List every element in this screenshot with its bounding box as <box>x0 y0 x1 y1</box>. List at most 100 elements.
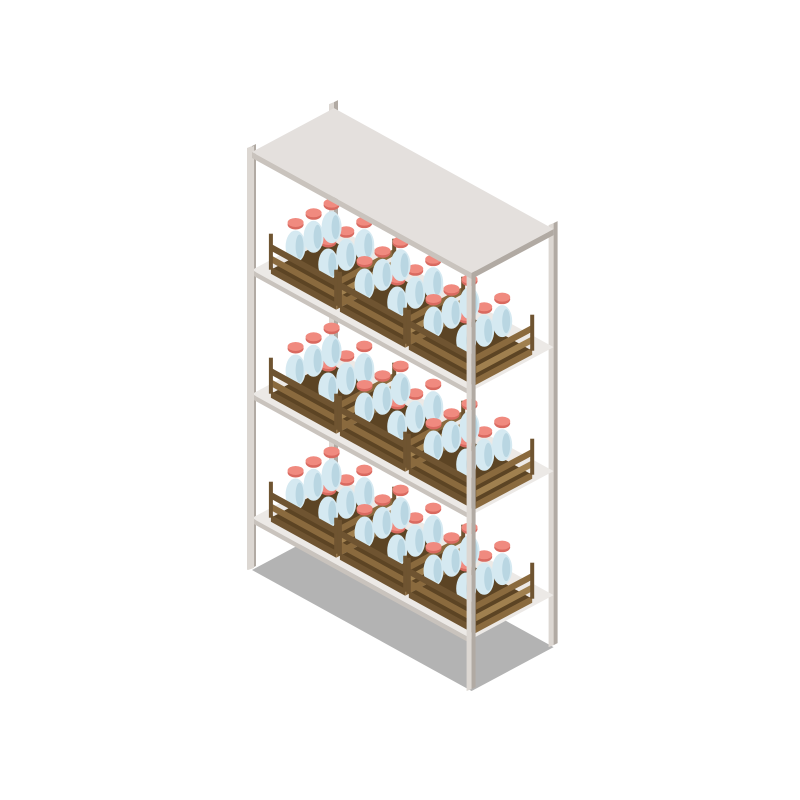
bottle-shade <box>433 395 442 420</box>
bottle-cap <box>476 302 493 312</box>
bottle-cap <box>392 484 409 494</box>
bottle-shade <box>415 528 424 553</box>
bottle-cap <box>287 217 304 227</box>
shelf-board-edge <box>252 518 472 644</box>
shelves <box>252 198 554 644</box>
crate <box>406 274 535 386</box>
bottle-shade <box>502 557 511 582</box>
bottle-cluster <box>423 274 513 357</box>
bottle-cap <box>338 350 355 360</box>
bottle-cap <box>407 264 424 274</box>
bottle-cap <box>356 503 373 513</box>
bottle-shade <box>451 300 460 325</box>
bottle-cap <box>356 340 373 350</box>
crate-front-slat <box>339 405 406 449</box>
bottle-cap <box>407 512 424 522</box>
bottle-cap <box>287 465 304 475</box>
crate-corner <box>268 233 273 270</box>
bottle-shade <box>331 339 340 364</box>
bottle-cap <box>305 456 322 466</box>
crate-front-slat <box>270 367 337 411</box>
bottle-cap <box>476 550 493 560</box>
shelf-level <box>252 446 554 644</box>
crate-side-slat <box>336 372 395 411</box>
bottle-cap <box>374 246 391 256</box>
bottle-shade <box>433 434 442 459</box>
bottle-cap <box>305 332 322 342</box>
crate-front-slat <box>408 579 475 623</box>
crate-corner <box>530 562 535 599</box>
bottle-shade <box>502 309 511 334</box>
crate-corner <box>406 433 411 470</box>
top-board-surface <box>252 108 554 273</box>
shelf-level <box>252 198 554 396</box>
bottle-cluster <box>354 360 444 443</box>
bottle-shade <box>433 271 442 296</box>
bottle-cap <box>494 540 511 550</box>
bottle-cap <box>494 416 511 426</box>
bottle-cap <box>323 446 340 456</box>
crate-front-slat <box>270 266 337 310</box>
bottle-shade <box>346 242 355 267</box>
bottle-cap <box>323 322 340 332</box>
bottle-shade <box>400 377 409 402</box>
crate-front-slat <box>270 503 337 547</box>
bottle-cap <box>425 417 442 427</box>
crate-front-slat <box>408 342 475 386</box>
bottle-shade <box>433 310 442 335</box>
post-back-right-side <box>553 221 558 646</box>
bottle-cap <box>425 541 442 551</box>
bottle-shade <box>502 433 511 458</box>
bottle-cap <box>338 226 355 236</box>
crate-front-slat <box>339 428 406 472</box>
crate-front-slat <box>408 567 475 611</box>
crate-corner <box>334 393 339 430</box>
crate-corner <box>530 438 535 475</box>
crate-corner <box>337 395 342 432</box>
crate-front-slat <box>270 379 337 423</box>
bottle-shade <box>400 501 409 526</box>
crate-corner <box>403 431 408 468</box>
bottle-cap <box>476 426 493 436</box>
bottle-cap <box>305 208 322 218</box>
bottle-shade <box>382 386 391 411</box>
bottle-cap <box>425 378 442 388</box>
crate-corner <box>530 314 535 351</box>
crate-front-slat <box>270 255 337 299</box>
bottle-shade <box>364 272 373 297</box>
shelf-level <box>252 322 554 520</box>
crate-side-slat <box>405 410 464 449</box>
bottle-shade <box>331 463 340 488</box>
bottle-cap <box>425 293 442 303</box>
bottle-shade <box>313 472 322 497</box>
crate-front-slat <box>408 466 475 510</box>
crate-corner <box>334 517 339 554</box>
top-board-side-edge <box>471 229 554 279</box>
crate-side-slat <box>474 572 533 611</box>
bottle-shade <box>400 253 409 278</box>
bottle-cap <box>407 388 424 398</box>
bottle-shade <box>484 566 493 591</box>
crate-front-slat <box>408 590 475 634</box>
bottle-shade <box>382 262 391 287</box>
bottle-cap <box>374 494 391 504</box>
crate-side-slat <box>474 595 533 634</box>
crate-side-slat <box>405 286 464 325</box>
post-front-right-front <box>466 267 472 691</box>
bottle-cluster <box>285 322 375 405</box>
post-front-left <box>248 146 254 570</box>
bottle-shade <box>433 558 442 583</box>
crate-corner <box>337 519 342 556</box>
bottle-shade <box>451 424 460 449</box>
bottle-shade <box>331 215 340 240</box>
crate-side-slat <box>474 448 533 487</box>
bottle-cap <box>356 379 373 389</box>
crate-front-slat <box>408 455 475 499</box>
bottle-shade <box>364 520 373 545</box>
crate-front-slat <box>408 331 475 375</box>
top-board-front-edge <box>252 152 472 279</box>
bottle-cluster <box>285 198 375 281</box>
floor-shadow <box>252 526 554 691</box>
bottle-shade <box>346 490 355 515</box>
